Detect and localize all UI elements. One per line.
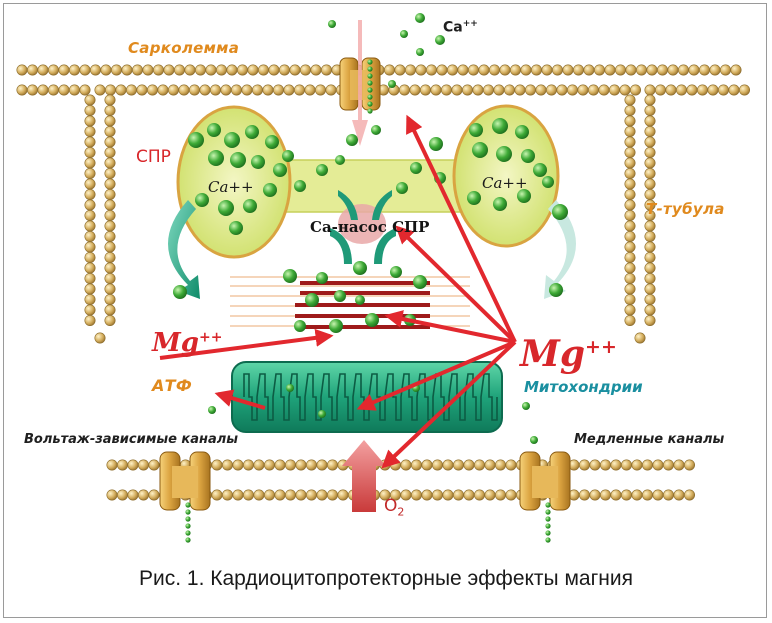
ca-right-label: Ca++ [482,174,528,192]
mitochondria-label: Митохондрии [524,378,643,396]
figure-caption: Рис. 1. Кардиоцитопротекторные эффекты м… [139,567,633,590]
slow-channel [519,451,571,511]
mg-left-label: Mg++ [152,328,223,358]
sarcolemma-label: Сарколемма [128,39,240,57]
voltage-channels-label: Вольтаж-зависимые каналы [24,432,239,447]
sr-cistern-right [452,104,560,248]
mg-right-label: Mg++ [520,333,617,375]
ca-pump [330,190,396,264]
curved-arrow-right-icon [544,200,576,299]
ca-influx-arrow-icon [352,20,368,146]
mg-effect-arrows [159,114,517,469]
calcium-ions [173,13,568,543]
voltage-channel [159,451,211,511]
curved-arrow-left-icon [168,200,200,299]
slow-channels-label: Медленные каналы [574,432,725,447]
ca-pump-label: Ca-насос СПР [310,218,430,236]
ca-left-label: Ca++ [208,178,254,196]
myofibril [230,276,470,329]
membrane-beads [16,64,750,501]
sr-cistern-left [176,105,292,259]
atp-label: АТФ [152,376,193,395]
o2-arrow-icon [342,440,386,512]
ca-label-top: Ca++ [443,19,478,36]
mitochondrion [231,361,503,433]
spr-label: СПР [136,147,171,167]
o2-label: O2 [384,496,405,519]
t-tubule-label: Т-тубула [646,200,725,218]
